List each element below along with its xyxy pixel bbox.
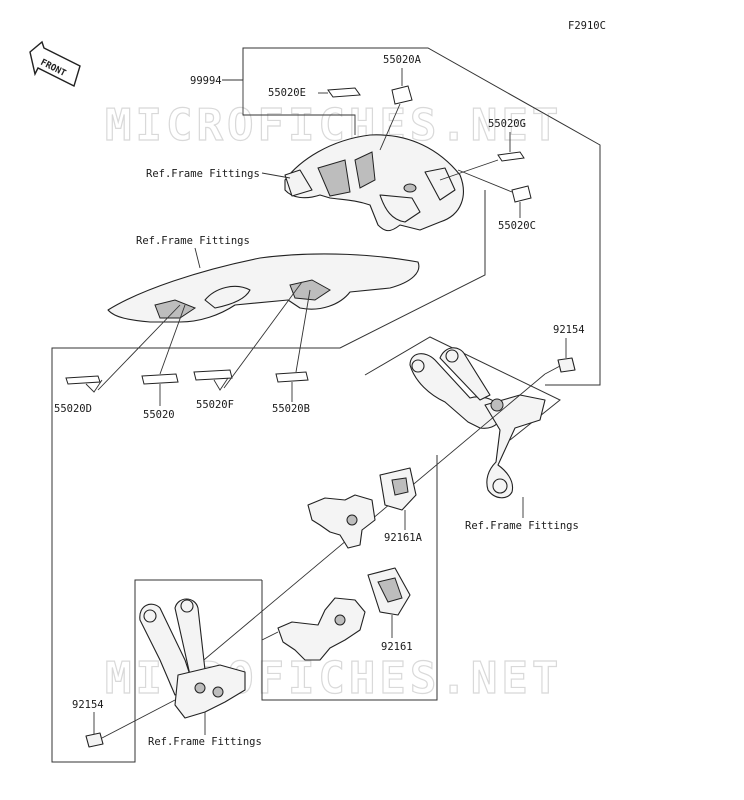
label-55020B: 55020B <box>272 403 310 415</box>
label-55020G: 55020G <box>488 118 526 130</box>
sticker-55020B <box>275 371 309 383</box>
sticker-55020E <box>327 87 361 98</box>
label-55020F: 55020F <box>196 399 234 411</box>
bracket-plate-92161 <box>277 567 411 661</box>
label-55020D: 55020D <box>54 403 92 415</box>
footpeg-bracket-left <box>139 598 246 719</box>
label-55020A: 55020A <box>383 54 422 66</box>
kit-frame-top <box>242 47 601 386</box>
label-92161A: 92161A <box>384 532 423 544</box>
sticker-55020C <box>511 185 532 203</box>
ref-frame-fittings-2: Ref.Frame Fittings <box>136 235 250 247</box>
kit-frame-left <box>51 190 486 763</box>
ref-frame-fittings-3: Ref.Frame Fittings <box>465 520 579 532</box>
sticker-55020D <box>65 375 101 385</box>
sticker-55020G <box>497 151 525 162</box>
footpeg-bracket-right <box>409 347 546 499</box>
label-92161: 92161 <box>381 641 413 653</box>
sticker-55020 <box>141 373 179 385</box>
label-92154-top: 92154 <box>553 324 585 336</box>
sticker-55020F <box>193 369 233 381</box>
bolt-92154-bottom <box>85 699 176 748</box>
label-99994: 99994 <box>190 75 222 87</box>
bolt-92154-top <box>544 357 576 375</box>
sticker-55020A <box>391 85 413 105</box>
seat-cowl-upper <box>284 134 464 232</box>
figure-code: F2910C <box>568 20 606 32</box>
seat-cowl-lower <box>107 253 420 323</box>
ref-frame-fittings-4: Ref.Frame Fittings <box>148 736 262 748</box>
front-arrow-icon: FRONT <box>29 40 81 87</box>
ref-frame-fittings-1: Ref.Frame Fittings <box>146 168 260 180</box>
label-92154-bottom: 92154 <box>72 699 104 711</box>
label-55020: 55020 <box>143 409 175 421</box>
watermark-top: MICROFICHES.NET <box>105 100 562 151</box>
label-55020C: 55020C <box>498 220 536 232</box>
label-55020E: 55020E <box>268 87 306 99</box>
bracket-plate-92161A <box>307 467 417 549</box>
